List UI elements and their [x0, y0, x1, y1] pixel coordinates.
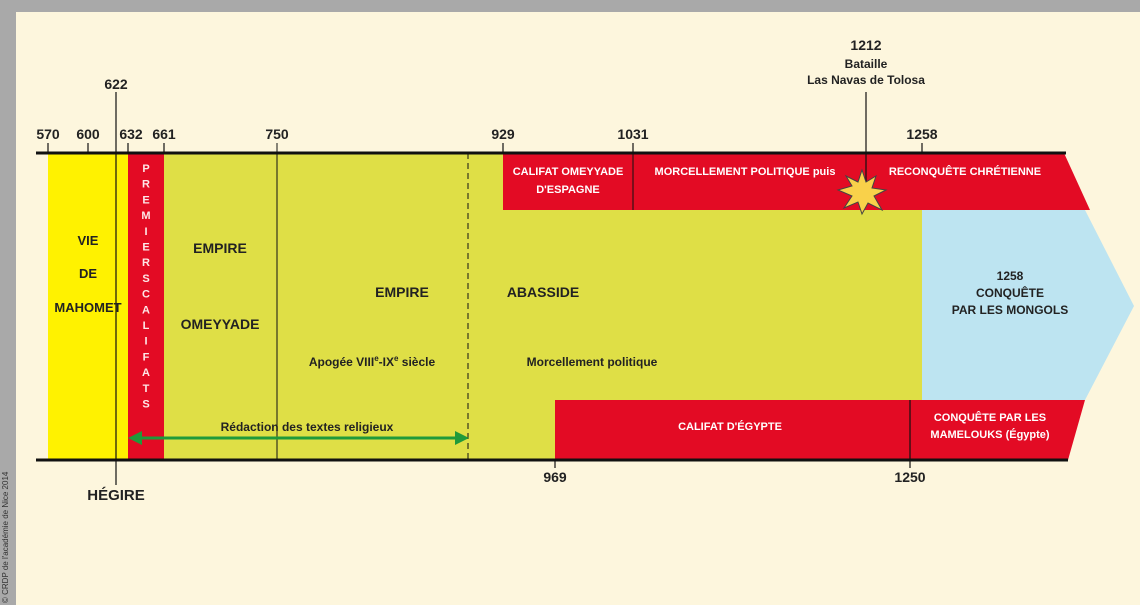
year-1031: 1031 — [617, 126, 648, 142]
premiers-califats-letter: E — [142, 242, 149, 254]
year-570: 570 — [36, 126, 60, 142]
hegire-label: HÉGIRE — [87, 487, 145, 504]
reconquete-label: RECONQUÊTE CHRÉTIENNE — [889, 165, 1041, 178]
year-600: 600 — [76, 126, 100, 142]
premiers-califats-letter: M — [141, 210, 150, 222]
mamelouks-line1: CONQUÊTE PAR LES — [934, 411, 1046, 424]
year-969: 969 — [543, 469, 567, 485]
morcellement-label: Morcellement politique — [527, 355, 658, 369]
mongols-arrow — [922, 210, 1134, 400]
califat-egypte-label: CALIFAT D'ÉGYPTE — [678, 420, 782, 433]
year-661: 661 — [152, 126, 176, 142]
premiers-califats-letter: R — [142, 179, 150, 191]
year-632: 632 — [119, 126, 143, 142]
battle-explosion-icon — [836, 168, 888, 216]
year-1258-top: 1258 — [906, 126, 937, 142]
morcellement-puis-label: MORCELLEMENT POLITIQUE puis — [655, 166, 836, 178]
battle-year: 1212 — [850, 37, 881, 53]
premiers-califats-letter: P — [142, 163, 149, 175]
premiers-califats-letter: S — [142, 399, 149, 411]
vie-label: VIE — [78, 233, 99, 248]
battle-label-line1: Bataille — [845, 57, 888, 71]
year-750: 750 — [265, 126, 289, 142]
premiers-califats-letter: L — [143, 320, 150, 332]
premiers-califats-letter: I — [144, 336, 147, 348]
mahomet-label: MAHOMET — [54, 300, 121, 315]
premiers-califats-letter: A — [142, 304, 150, 316]
empire-omeyyade-line2: OMEYYADE — [181, 316, 260, 332]
year-622: 622 — [104, 76, 128, 92]
empire-omeyyade-line1: EMPIRE — [193, 240, 247, 256]
year-1250: 1250 — [894, 469, 925, 485]
vie-mahomet-band — [48, 153, 128, 460]
redaction-arrow-left-head — [128, 431, 142, 445]
year-929: 929 — [491, 126, 515, 142]
redaction-arrow-right-head — [455, 431, 469, 445]
mongols-line2: PAR LES MONGOLS — [952, 303, 1068, 317]
premiers-califats-letter: S — [142, 273, 149, 285]
mongols-year: 1258 — [997, 269, 1024, 283]
premiers-califats-band — [128, 153, 164, 460]
premiers-califats-letter: I — [144, 226, 147, 238]
redaction-label: Rédaction des textes religieux — [221, 420, 394, 434]
apogee-label: Apogée VIIIe-IXe siècle — [309, 354, 436, 369]
empire-abasside-empire: EMPIRE — [375, 284, 429, 300]
mongols-line1: CONQUÊTE — [976, 285, 1044, 300]
premiers-califats-letter: T — [143, 383, 150, 395]
premiers-califats-letter: A — [142, 367, 150, 379]
premiers-califats-letter: R — [142, 257, 150, 269]
califat-espagne-line2: D'ESPAGNE — [536, 184, 600, 196]
egypte-band — [555, 400, 1085, 460]
mamelouks-line2: MAMELOUKS (Égypte) — [930, 428, 1050, 441]
premiers-califats-letter: C — [142, 289, 150, 301]
de-label: DE — [79, 266, 97, 281]
empire-abasside-abasside: ABASSIDE — [507, 284, 579, 300]
battle-label-line2: Las Navas de Tolosa — [807, 73, 925, 87]
califat-espagne-line1: CALIFAT OMEYYADE — [513, 166, 624, 178]
espagne-band — [503, 153, 1090, 210]
premiers-califats-letter: F — [143, 351, 150, 363]
premiers-califats-letter: E — [142, 194, 149, 206]
